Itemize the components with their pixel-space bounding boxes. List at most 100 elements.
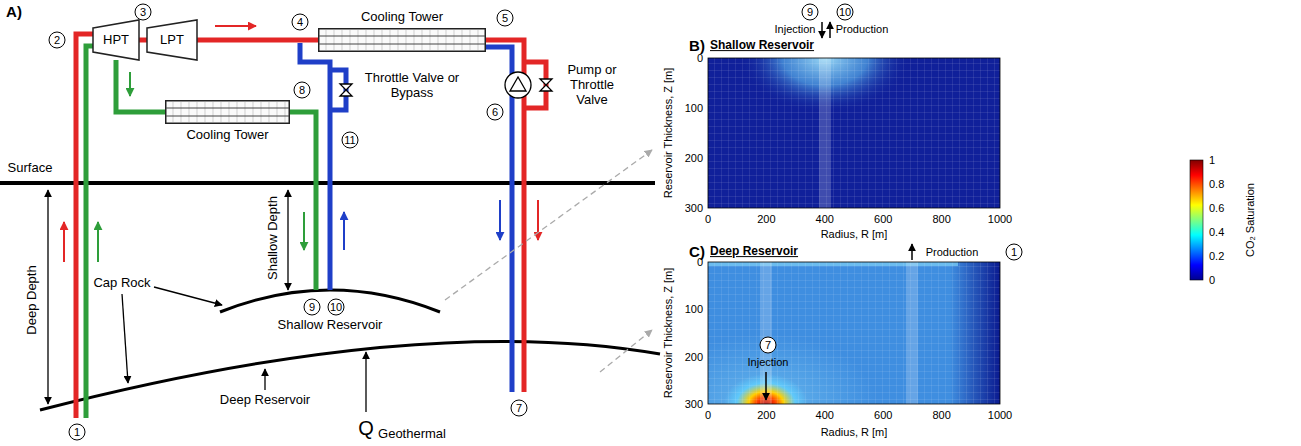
pipes (86, 46, 93, 418)
callout-number: 8 (294, 82, 311, 99)
callout-number: 6 (487, 104, 504, 121)
plot-frame (708, 58, 1000, 208)
cooling-tower-shape (166, 101, 290, 124)
callout-number: 5 (497, 10, 514, 27)
pointer-arrows (47, 190, 48, 404)
well-arrows (821, 22, 823, 38)
axis-text: 200 (757, 213, 775, 226)
turbine: HPT (93, 20, 139, 60)
cooling-tower-shape (374, 30, 375, 50)
axis-text: Injection (748, 356, 789, 369)
axis-text: 0 (697, 52, 703, 65)
deep-reservoir-plot (708, 262, 1000, 404)
axis-text: 300 (685, 398, 703, 411)
leader-lines (600, 330, 652, 372)
axis-text: Reservoir Thickness, Z [m] (662, 68, 675, 199)
cooling-tower-shape (350, 30, 351, 50)
axis-text: 0.2 (1209, 250, 1224, 263)
cooling-tower-shape (462, 30, 463, 50)
cooling-tower-shape (470, 30, 471, 50)
pipes (76, 34, 546, 418)
pipes (76, 34, 93, 418)
cooling-tower-shape (229, 102, 230, 122)
axis-text: 300 (685, 202, 703, 215)
cooling-tower-shape (166, 116, 289, 117)
callout-number: 10 (328, 299, 345, 316)
callout-number: 10 (837, 4, 854, 21)
shallow-reservoir-plot (708, 58, 1000, 208)
pointer-arrows (287, 190, 288, 290)
axis-text: 200 (757, 409, 775, 422)
cooling-tower-shape (414, 30, 415, 50)
valves (340, 84, 352, 96)
leader-lines (445, 150, 652, 300)
pipes (486, 47, 512, 392)
turbine: LPT (147, 20, 197, 60)
cooling-tower-shape (438, 30, 439, 50)
pipe-connector (139, 38, 147, 43)
colorbar (1190, 160, 1203, 280)
cooling-tower-shape (406, 30, 407, 50)
callout-number: 2 (49, 32, 66, 49)
cooling-tower-shape (205, 102, 206, 122)
cooling-tower-shape (358, 30, 359, 50)
flow-arrows (97, 222, 99, 262)
axis-text: 600 (874, 213, 892, 226)
cooling-tower-shape (430, 30, 431, 50)
axis-text: 1 (1209, 154, 1215, 167)
cooling-tower-shape (342, 30, 343, 50)
node-label: Cooling Tower (186, 128, 268, 143)
cooling-tower-shape (334, 30, 335, 50)
annotation: Deep Depth (25, 265, 40, 334)
pointer-arrows (48, 190, 366, 412)
pointer-arrows (154, 287, 222, 305)
cooling-tower-shape (319, 44, 485, 45)
axis-text: 0 (705, 213, 711, 226)
turbine-shape (93, 20, 139, 60)
cooling-tower-shape (319, 29, 486, 52)
valves (510, 77, 526, 91)
panel-title: Shallow Reservoir (710, 39, 814, 53)
callout-number: 3 (135, 4, 152, 21)
cooling-tower-shape (189, 102, 190, 122)
cooling-tower-shape (269, 102, 270, 122)
cooling-tower-shape (261, 102, 262, 122)
annotation: Deep Reservoir (220, 393, 310, 408)
axis-text: Radius, R [m] (821, 426, 888, 439)
annotation: Shallow Depth (266, 196, 281, 280)
flow-arrows (63, 222, 65, 262)
flow-arrows (64, 26, 538, 262)
cooling-tower-shape (318, 28, 486, 52)
deep-reservoir-plot (708, 262, 1000, 404)
cooling-tower-shape (478, 30, 479, 50)
cooling-tower-shape (181, 102, 182, 122)
axis-text: Production (926, 246, 979, 259)
annotation: Cap Rock (93, 276, 150, 291)
cooling-tower-shape (221, 102, 222, 122)
cooling-tower-shape (390, 30, 391, 50)
cooling-tower-shape (285, 102, 286, 122)
pointer-arrows (365, 352, 366, 412)
callout-number: 7 (760, 337, 777, 354)
plot-frame (708, 262, 1000, 404)
pipe-connector (116, 60, 165, 112)
axis-text: 1000 (988, 409, 1012, 422)
callout-number: 11 (342, 132, 359, 149)
callout-number: 1 (69, 424, 86, 441)
axis-text: 400 (816, 409, 834, 422)
axis-text: 0 (1209, 274, 1215, 287)
axis-text: 200 (685, 350, 703, 363)
deep-cap-rock (40, 341, 660, 410)
callout-number: 9 (802, 4, 819, 21)
node-label: LPT (160, 33, 184, 48)
turbine-shape (147, 20, 197, 60)
pointer-arrows (122, 294, 128, 383)
well-arrows (765, 372, 767, 400)
leader-lines (445, 150, 652, 372)
flow-arrows (537, 200, 539, 240)
flow-arrows (343, 212, 345, 250)
pipe-connector (197, 38, 318, 43)
